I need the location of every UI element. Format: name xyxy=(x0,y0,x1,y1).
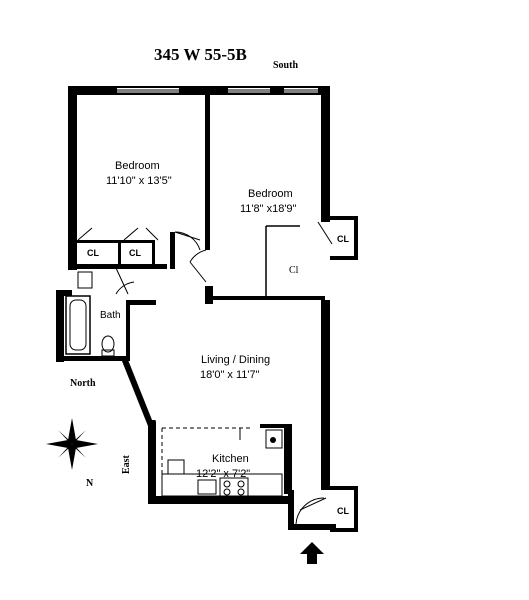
bedroom2-size: 11'8" x18'9" xyxy=(240,203,297,215)
closet-label: CL xyxy=(337,234,349,244)
interior-walls xyxy=(64,95,358,532)
exterior-walls xyxy=(56,86,336,530)
dishwasher-icon xyxy=(197,479,217,495)
sink-icon xyxy=(167,459,185,475)
south-label: South xyxy=(273,60,298,71)
kitchen-fixtures xyxy=(161,427,283,497)
bedroom1-label: Bedroom xyxy=(115,160,160,172)
closet-label: CL xyxy=(129,248,141,258)
kitchen-size: 12'2" x 7'2" xyxy=(196,468,250,480)
toilet-icon xyxy=(101,335,115,353)
east-label: East xyxy=(121,454,132,474)
north-label: North xyxy=(70,378,96,389)
bedroom2-label: Bedroom xyxy=(248,188,293,200)
stove-icon xyxy=(219,477,249,497)
closet-label: CL xyxy=(337,506,349,516)
living-label: Living / Dining xyxy=(201,354,270,366)
compass-north-letter: N xyxy=(86,478,94,489)
bath-label: Bath xyxy=(100,310,121,321)
compass-rose-icon xyxy=(46,418,98,470)
bedroom1-size: 11'10" x 13'5" xyxy=(106,175,172,187)
refrigerator-icon xyxy=(265,429,283,449)
kitchen-label: Kitchen xyxy=(212,453,249,465)
windows xyxy=(117,88,318,430)
doors xyxy=(77,221,333,525)
plan-title: 345 W 55-5B xyxy=(154,45,247,64)
closet-label: Cl xyxy=(289,265,299,276)
living-size: 18'0" x 11'7" xyxy=(200,369,260,381)
bath-fixtures xyxy=(65,271,115,357)
entry-arrow-icon xyxy=(300,542,324,564)
closet-label: CL xyxy=(87,248,99,258)
